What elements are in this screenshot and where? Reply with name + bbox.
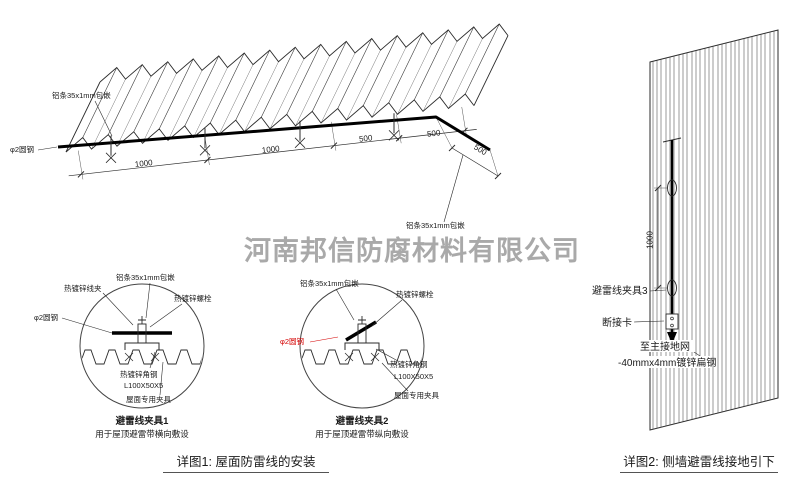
label-mask — [615, 356, 711, 368]
leader-line — [61, 317, 113, 334]
leader-line — [381, 362, 409, 392]
detail2-assembly — [301, 316, 423, 365]
roof-isometric-view: 铝条35x1mm包嵌 φ2圆钢 铝条35x1mm包嵌 1000 1000 500… — [10, 23, 509, 230]
leader-line-red — [309, 336, 339, 343]
label-galv-wire-clip: 热镀锌线夹 — [64, 283, 102, 293]
detail-circle-2 — [299, 283, 425, 409]
detail2-title: 避雷线夹具2 — [336, 415, 389, 427]
figure2-caption: 详图2: 侧墙避雷线接地引下 — [623, 454, 774, 469]
side-wall-view: 1000 避雷线夹具3 断接卡 至主接地网 -40mmx4mm镀锌扁钢 — [592, 29, 779, 431]
wire-clamps — [105, 113, 400, 164]
corrugated-roof-sheet — [65, 23, 509, 153]
leader-line — [145, 282, 151, 319]
leader-line — [149, 303, 183, 328]
leader-line — [335, 288, 355, 321]
dim-1000-a: 1000 — [134, 158, 153, 169]
leader-line — [375, 348, 399, 362]
label-angle-steel-d2: 热镀锌角钢 — [390, 359, 428, 369]
label-roof-clamp-d1: 屋面专用夹具 — [126, 394, 171, 404]
detail2-subtitle: 用于屋顶避雷带纵向敷设 — [315, 429, 409, 439]
dim-500-b: 500 — [472, 143, 489, 158]
leader-line — [37, 146, 58, 151]
detail1-assembly — [81, 316, 203, 365]
label-angle-spec-d1: L100X50X5 — [124, 381, 163, 390]
label-clamp3: 避雷线夹具3 — [592, 284, 648, 297]
label-round-steel-d1: φ2圆钢 — [34, 312, 58, 322]
label-aluminum-strip-left: 铝条35x1mm包嵌 — [52, 90, 111, 100]
ground-arrow-icon — [667, 332, 677, 344]
label-disconnector: 断接卡 — [602, 316, 632, 329]
label-galv-bolt-d2: 热镀锌螺栓 — [396, 289, 434, 299]
dim-500-c: 500 — [427, 128, 442, 139]
leader-line — [371, 299, 403, 327]
label-round-steel-d2: φ2圆钢 — [280, 336, 304, 346]
disconnector-symbol — [665, 313, 679, 330]
detail1-title: 避雷线夹具1 — [116, 415, 170, 427]
label-angle-spec-d2: L100X50X5 — [394, 372, 433, 381]
label-aluminum-strip-d1: 铝条35x1mm包嵌 — [116, 272, 175, 282]
detail1-subtitle: 用于屋顶避雷带横向敷设 — [95, 429, 189, 439]
bolt-icon — [670, 323, 674, 328]
leader-line — [649, 289, 667, 292]
leader-line — [149, 351, 156, 369]
label-flat-steel: -40mmx4mm镀锌扁钢 — [618, 356, 716, 369]
label-aluminum-strip-right: 铝条35x1mm包嵌 — [406, 220, 465, 230]
label-galv-bolt-d1: 热镀锌螺栓 — [174, 293, 212, 303]
wire-clamp-lower — [667, 279, 677, 297]
label-to-ground: 至主接地网 — [640, 340, 690, 353]
lightning-wire — [57, 115, 491, 152]
corrugated-wall-panel — [649, 29, 779, 431]
company-watermark: 河南邦信防腐材料有限公司 — [244, 236, 580, 266]
figure1-caption: 详图1: 屋面防雷线的安装 — [177, 454, 316, 469]
detail-view-clamp2: 铝条35x1mm包嵌 热镀锌螺栓 φ2圆钢 热镀锌角钢 L100X50X5 屋面… — [280, 278, 439, 439]
detail-circle-1 — [79, 283, 205, 409]
label-aluminum-strip-d2: 铝条35x1mm包嵌 — [300, 278, 359, 288]
label-angle-steel-d1: 热镀锌角钢 — [120, 369, 158, 379]
label-roof-clamp-d2: 屋面专用夹具 — [394, 390, 439, 400]
leader-line — [633, 320, 665, 323]
dim-tick — [654, 284, 662, 292]
detail-view-clamp1: 热镀锌线夹 铝条35x1mm包嵌 热镀锌螺栓 φ2圆钢 热镀锌角钢 L100X5… — [34, 272, 212, 439]
leader-line — [94, 100, 113, 137]
leader-line — [443, 154, 464, 223]
wire-clamp-upper — [667, 179, 677, 197]
leader-line — [102, 292, 134, 326]
dim-1000-wall: 1000 — [646, 231, 655, 249]
dim-tick — [654, 184, 662, 192]
label-mask — [637, 340, 695, 352]
bolt-icon — [670, 316, 674, 321]
leader-line — [159, 361, 164, 396]
label-round-steel-main: φ2圆钢 — [10, 144, 34, 154]
dim-1000-b: 1000 — [261, 144, 280, 155]
dim-500-a: 500 — [359, 133, 374, 144]
